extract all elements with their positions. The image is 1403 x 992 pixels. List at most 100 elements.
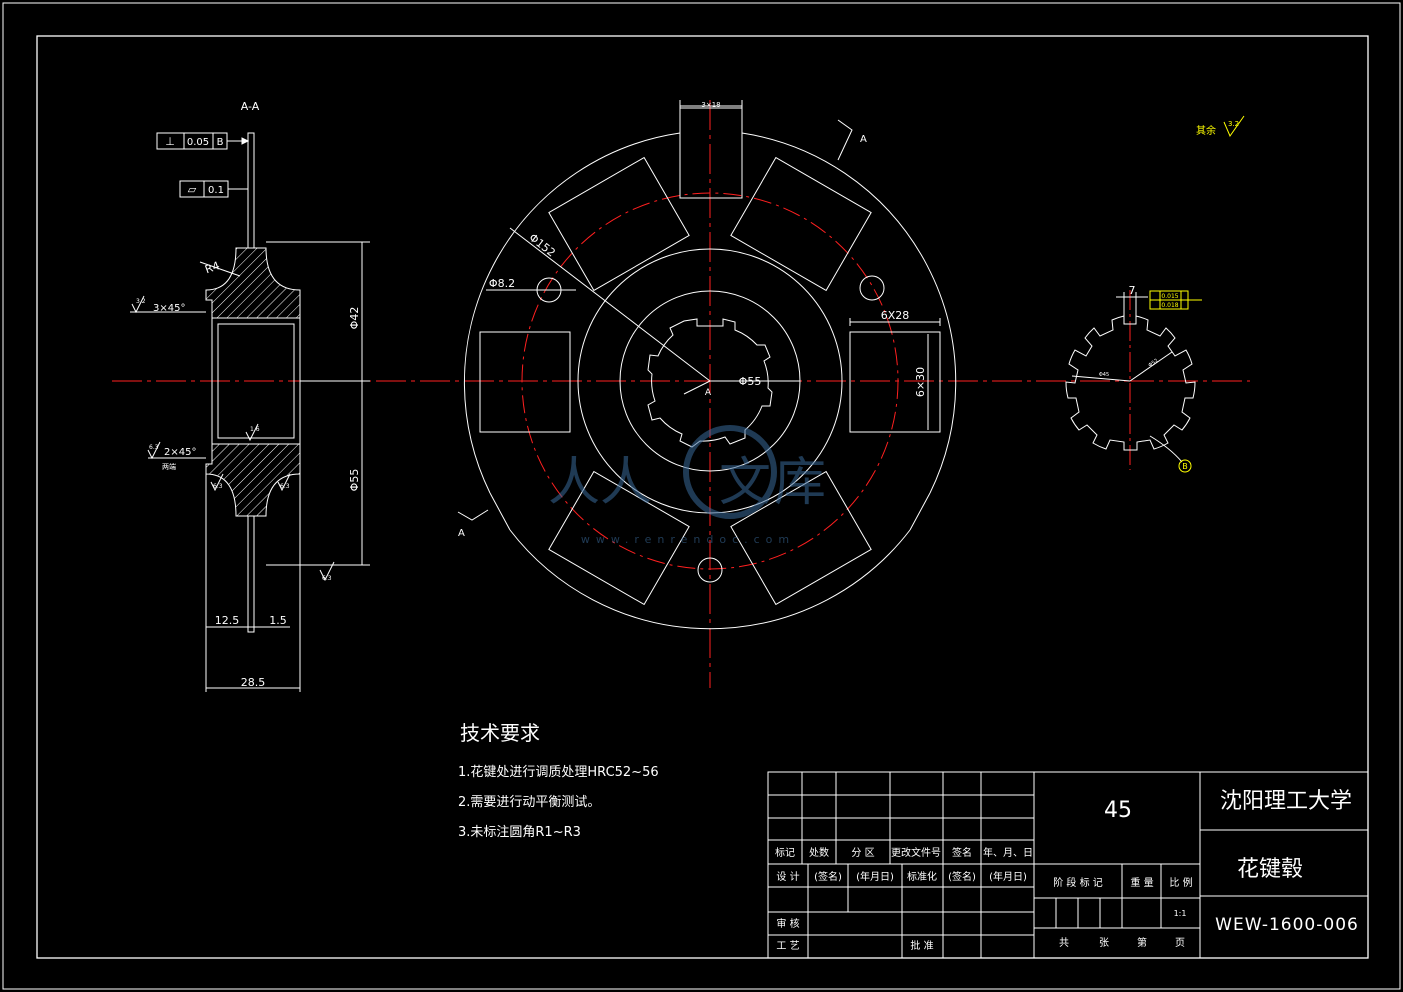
hole-2	[859, 275, 885, 301]
external-spline	[1065, 315, 1196, 451]
weight-label: 重 量	[1130, 876, 1153, 889]
design-sign: (签名)	[814, 870, 842, 883]
spline-width-label: 7	[1129, 284, 1136, 297]
standard-sign: (签名)	[948, 870, 976, 883]
rough-face-value: 6.3	[322, 575, 332, 582]
hub-top-section	[205, 247, 301, 319]
review-label: 审 核	[776, 917, 799, 930]
front-view: 3×18 A Φ55 Φ152 Φ8.2 6X28 6×30	[457, 100, 957, 688]
hdr-mark: 标记	[775, 847, 795, 859]
surface-note: 其余 3.2	[1196, 115, 1245, 138]
scale-value: 1:1	[1174, 909, 1187, 918]
watermark: 人人 文 库 www.renrendoc.com	[548, 425, 826, 546]
dim-left-label: 12.5	[215, 614, 240, 627]
top-slot	[679, 105, 743, 199]
design-date: (年月日)	[856, 870, 894, 883]
web-bottom	[247, 515, 255, 633]
standard-label: 标准化	[907, 870, 937, 883]
dim-right-label: 1.5	[269, 614, 287, 627]
window-top-right	[730, 156, 872, 292]
gdt-perp-datum: B	[217, 137, 224, 148]
surface-note-label: 其余	[1196, 124, 1216, 137]
hdr-count: 处数	[809, 846, 829, 859]
rough-bottom-value: 6.3	[149, 444, 159, 451]
pitch-circle	[521, 192, 899, 570]
sheet-page-label: 页	[1175, 937, 1185, 949]
scale-label: 比 例	[1169, 876, 1192, 889]
window-height-label: 6×30	[914, 367, 927, 397]
dia-center-label: Φ55	[739, 375, 762, 388]
slot-top-label: 3×18	[701, 101, 720, 109]
spline-minor-dia: Φ45	[1099, 372, 1109, 378]
tech-req-item-2: 2.需要进行动平衡测试。	[458, 795, 600, 810]
web-top	[247, 132, 255, 249]
standard-date: (年月日)	[989, 870, 1027, 883]
rough-top-value: 3.2	[136, 298, 146, 305]
center-label: A	[705, 388, 712, 398]
hdr-zone: 分 区	[851, 847, 874, 859]
section-mark-bottom: A	[458, 528, 465, 539]
window-bottom-right	[730, 470, 872, 606]
title-block-text: 45 沈阳理工大学 花键毂 WEW-1600-006 标记 处数 分 区 更改文…	[775, 789, 1359, 952]
spline-view: 7 0.015 0.018 Φ45 Φ52 B	[1065, 284, 1202, 473]
window-left	[479, 331, 571, 433]
rough-side2-value: 6.3	[280, 483, 290, 490]
dia-hole-label: Φ8.2	[489, 277, 515, 290]
sheet-num-label: 第	[1137, 936, 1147, 949]
dim-width-label: 28.5	[241, 676, 266, 689]
material-value: 45	[1104, 798, 1132, 823]
chamfer-note: 两端	[162, 462, 176, 471]
dia-hub-label: Φ42	[348, 307, 361, 330]
bore-inner	[217, 323, 295, 439]
tech-req-title: 技术要求	[460, 721, 540, 745]
radius-label: R4	[203, 259, 221, 276]
sheet-total-label: 共	[1059, 937, 1069, 949]
hole-3	[697, 557, 723, 583]
inner-border	[36, 35, 1369, 959]
rough-side1-value: 6.3	[213, 483, 223, 490]
window-bottom-left	[548, 470, 690, 606]
sheet-unit-label: 张	[1099, 937, 1109, 949]
window-width-label: 6X28	[881, 309, 910, 322]
watermark-logo-mid: 文	[719, 453, 771, 513]
tech-requirements: 技术要求 1.花键处进行调质处理HRC52~56 2.需要进行动平衡测试。 3.…	[458, 721, 659, 840]
hdr-sign: 签名	[952, 846, 972, 859]
dia-bore-label: Φ55	[348, 469, 361, 492]
approve-label: 批 准	[910, 939, 933, 952]
tolerance-2: 0.018	[1161, 302, 1178, 309]
watermark-url: www.renrendoc.com	[581, 533, 795, 546]
hdr-change-doc: 更改文件号	[891, 846, 941, 859]
part-name: 花键毂	[1237, 857, 1303, 882]
surface-note-value: 3.2	[1228, 120, 1239, 128]
dia-outer-label: Φ152	[526, 231, 557, 260]
hdr-date: 年、月、日	[983, 846, 1033, 859]
school-name: 沈阳理工大学	[1220, 789, 1352, 814]
spline-bore	[647, 318, 773, 448]
tech-req-item-1: 1.花键处进行调质处理HRC52~56	[458, 764, 659, 780]
section-view: A-A ⊥ 0.05 B ▱ 0.1 R4 3.2	[112, 100, 1250, 692]
window-top-left	[548, 156, 690, 292]
window-right	[849, 331, 941, 433]
flatness-icon: ▱	[188, 183, 197, 196]
gdt-perp-value: 0.05	[187, 137, 209, 148]
section-mark-top: A	[860, 134, 867, 145]
watermark-logo-right: 库	[774, 453, 826, 513]
outer-rim-bottom	[509, 529, 911, 630]
perpendicular-icon: ⊥	[165, 135, 175, 148]
drawing-number: WEW-1600-006	[1215, 915, 1359, 935]
tech-req-item-3: 3.未标注圆角R1~R3	[458, 825, 581, 840]
design-label: 设 计	[776, 870, 799, 883]
watermark-logo-circle	[683, 425, 777, 519]
spline-datum: B	[1182, 462, 1188, 471]
chamfer-bottom-label: 2×45°	[164, 447, 196, 458]
outer-rim-right	[741, 132, 957, 494]
outer-rim-left	[463, 132, 681, 494]
gdt-flat-value: 0.1	[208, 185, 224, 196]
rough-bore-value: 1.6	[250, 426, 260, 433]
title-block	[767, 771, 1369, 959]
watermark-logo-left: 人人	[548, 453, 652, 513]
tolerance-1: 0.015	[1161, 293, 1178, 300]
chamfer-top-label: 3×45°	[153, 303, 185, 314]
